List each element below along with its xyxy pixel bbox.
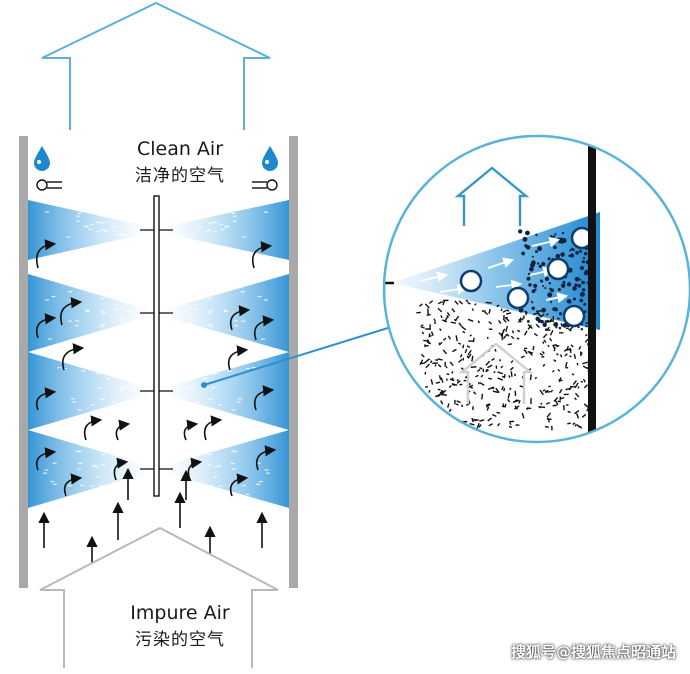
clean-air-label: Clean Air: [90, 138, 270, 160]
tower-wall-right: [289, 136, 298, 588]
tower-wall-left: [19, 136, 28, 588]
water-droplet: [564, 306, 584, 326]
water-droplet: [461, 271, 481, 291]
central-pipe: [154, 196, 159, 496]
water-droplet: [548, 259, 568, 279]
water-droplet: [508, 288, 528, 308]
tower-wall-detail: [588, 136, 596, 446]
airflow-arrow: [85, 420, 100, 440]
spray-fan: [28, 352, 150, 430]
impure-air-label: Impure Air: [70, 602, 290, 624]
airflow-arrow: [205, 420, 220, 440]
spray-fan: [28, 274, 150, 352]
spray-fan: [163, 274, 289, 352]
magnified-view: [384, 136, 690, 446]
watermark: 搜狐号@搜狐焦点昭通站: [511, 641, 676, 662]
clean-air-label-zh: 洁净的空气: [90, 161, 270, 186]
house-outline-icon: [42, 3, 270, 130]
impure-air-label-zh: 污染的空气: [70, 625, 290, 650]
nozzle-icon: [37, 180, 62, 190]
spray-fan: [163, 200, 289, 260]
airflow-arrow: [184, 424, 196, 440]
water-drop-icon: [34, 146, 50, 171]
airflow-arrow: [116, 424, 128, 440]
